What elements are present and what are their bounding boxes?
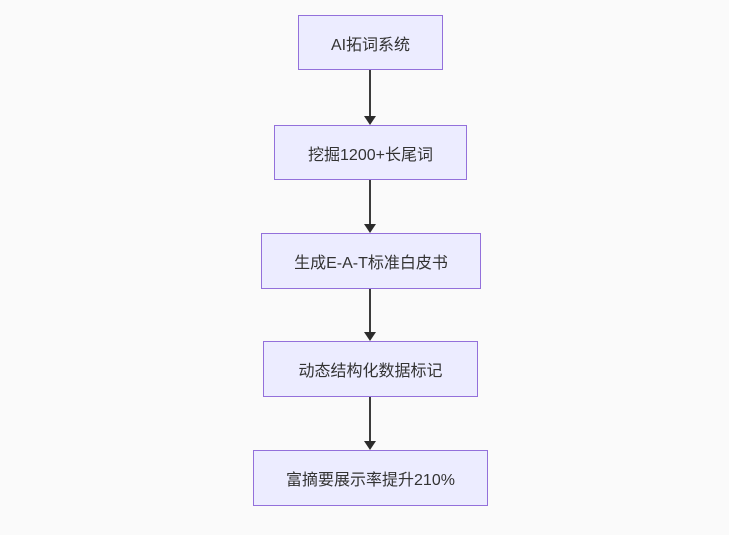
arrow-down-icon: [364, 224, 376, 233]
arrow-down-icon: [364, 441, 376, 450]
node-label: 富摘要展示率提升210%: [286, 472, 455, 489]
edge-connector-1: [369, 70, 371, 117]
edge-connector-2: [369, 180, 371, 225]
flowchart-node-ai-word-expansion: AI拓词系统: [298, 15, 443, 70]
node-label: 动态结构化数据标记: [298, 363, 443, 380]
arrow-down-icon: [364, 332, 376, 341]
edge-connector-4: [369, 397, 371, 442]
node-label: AI拓词系统: [330, 36, 411, 54]
flowchart-node-structured-data-markup: 动态结构化数据标记: [263, 341, 478, 397]
edge-connector-3: [369, 289, 371, 333]
node-label: 生成E-A-T标准白皮书: [294, 255, 448, 272]
flowchart-node-eat-whitepaper: 生成E-A-T标准白皮书: [261, 233, 481, 289]
flowchart-node-rich-snippet-rate: 富摘要展示率提升210%: [253, 450, 488, 506]
node-label: 挖掘1200+长尾词: [308, 146, 433, 164]
flowchart-node-longtail-keywords: 挖掘1200+长尾词: [274, 125, 467, 180]
arrow-down-icon: [364, 116, 376, 125]
